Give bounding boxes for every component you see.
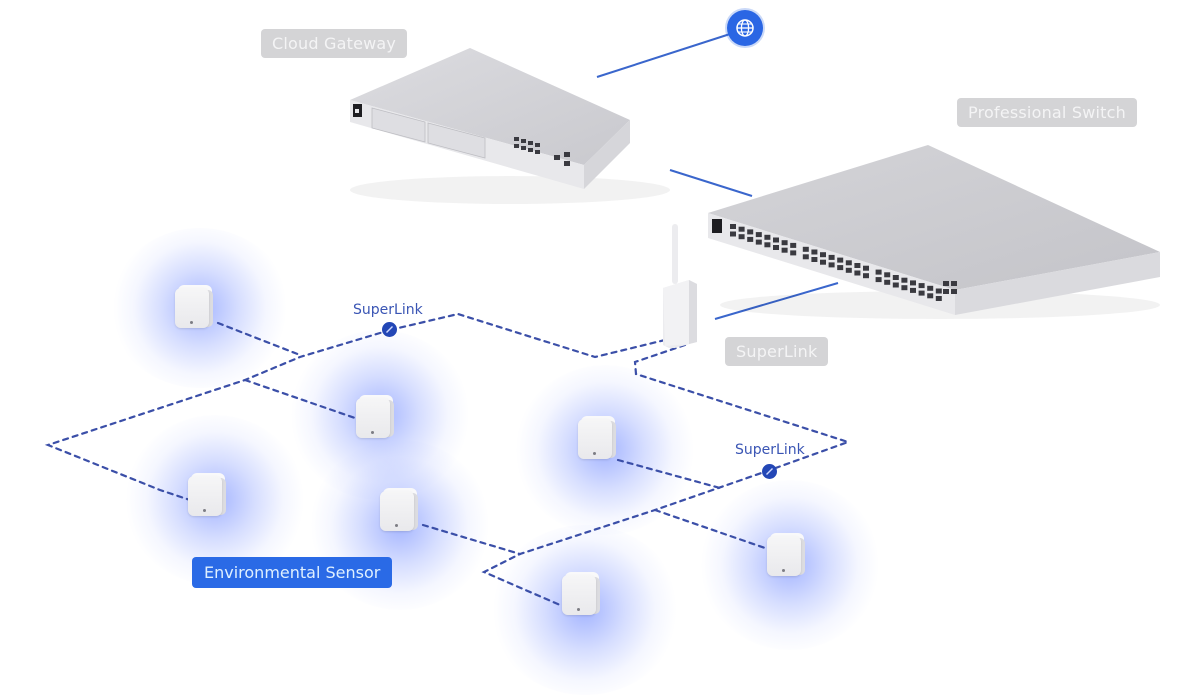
switch-port bbox=[790, 242, 797, 248]
wireless-link bbox=[481, 468, 772, 607]
switch-port bbox=[773, 237, 779, 243]
switch-port bbox=[790, 250, 797, 256]
link-icon bbox=[766, 468, 773, 475]
switch-port bbox=[863, 273, 869, 279]
environmental-sensor[interactable] bbox=[578, 416, 618, 460]
switch-port bbox=[764, 234, 771, 240]
switch-port bbox=[802, 246, 809, 252]
switch-port bbox=[755, 239, 762, 245]
wireless-link bbox=[653, 508, 767, 550]
switch-port bbox=[935, 288, 942, 294]
status-led bbox=[371, 431, 374, 434]
switch-port bbox=[738, 234, 745, 240]
switch-port bbox=[837, 265, 844, 271]
switch-port bbox=[854, 263, 861, 268]
professional-switch-label: Professional Switch bbox=[957, 98, 1137, 127]
switch-port bbox=[910, 280, 916, 286]
switch-port bbox=[901, 285, 908, 291]
switch-port bbox=[927, 293, 934, 299]
internet-node[interactable] bbox=[727, 10, 763, 46]
switch-port bbox=[837, 257, 844, 263]
link-icon bbox=[386, 326, 393, 333]
switch-port bbox=[781, 240, 788, 246]
superlink-base-station[interactable] bbox=[655, 218, 705, 348]
superlink-relay-2-node[interactable] bbox=[762, 464, 777, 479]
globe-icon bbox=[736, 19, 754, 37]
switch-port bbox=[892, 282, 899, 288]
cloud-gateway-device[interactable] bbox=[340, 40, 670, 210]
network-links bbox=[44, 33, 852, 607]
sfp-port bbox=[943, 289, 949, 294]
environmental-sensor[interactable] bbox=[188, 473, 228, 517]
network-diagram: Cloud Gateway Professional Switch SuperL… bbox=[44, 10, 1160, 695]
switch-port bbox=[730, 224, 736, 229]
switch-port bbox=[747, 229, 754, 235]
environmental-sensor-label: Environmental Sensor bbox=[192, 557, 393, 588]
switch-port bbox=[854, 270, 861, 276]
switch-port bbox=[764, 242, 771, 248]
switch-port bbox=[901, 277, 908, 283]
switch-port bbox=[892, 275, 899, 280]
status-led bbox=[190, 321, 193, 324]
sfp-port bbox=[943, 281, 949, 286]
switch-port bbox=[918, 283, 925, 289]
switch-port bbox=[845, 267, 852, 273]
superlink-relay-1-node[interactable] bbox=[382, 322, 397, 337]
sfp-port bbox=[951, 289, 957, 294]
wired-link-gateway-switch bbox=[669, 169, 753, 197]
status-led bbox=[593, 452, 596, 455]
environmental-sensor[interactable] bbox=[380, 488, 420, 532]
status-led bbox=[203, 509, 206, 512]
switch-port bbox=[910, 287, 916, 293]
switch-port bbox=[828, 262, 835, 268]
status-led bbox=[782, 569, 785, 572]
professional-switch-device[interactable] bbox=[700, 140, 1160, 320]
switch-port bbox=[863, 265, 869, 271]
switch-port bbox=[738, 226, 745, 232]
wireless-link bbox=[421, 523, 522, 556]
environmental-sensor[interactable] bbox=[356, 395, 396, 439]
switch-port bbox=[781, 247, 788, 253]
wireless-link bbox=[243, 378, 357, 420]
switch-port bbox=[811, 249, 818, 255]
superlink-base-label: SuperLink bbox=[725, 337, 829, 366]
sfp-port bbox=[951, 281, 957, 286]
wireless-link bbox=[216, 321, 302, 357]
switch-port bbox=[755, 232, 762, 238]
switch-port bbox=[918, 290, 925, 296]
switch-port bbox=[875, 277, 882, 283]
switch-port bbox=[884, 272, 891, 278]
switch-port bbox=[811, 257, 818, 262]
switch-port bbox=[773, 245, 779, 250]
environmental-sensor[interactable] bbox=[562, 572, 602, 616]
switch-port bbox=[884, 279, 891, 285]
wired-link-switch-superlink bbox=[714, 282, 839, 320]
switch-port bbox=[935, 296, 942, 301]
switch-port bbox=[802, 254, 809, 260]
superlink-relay-2-label: SuperLink bbox=[735, 442, 805, 458]
environmental-sensor[interactable] bbox=[175, 285, 215, 329]
wireless-link bbox=[616, 458, 722, 490]
wired-link-internet-gateway bbox=[596, 33, 731, 78]
wireless-link bbox=[633, 343, 852, 472]
switch-port bbox=[927, 285, 934, 291]
cloud-gateway-label: Cloud Gateway bbox=[261, 29, 408, 58]
switch-port bbox=[747, 236, 754, 242]
switch-port bbox=[820, 259, 826, 265]
switch-port bbox=[845, 260, 852, 266]
switch-port bbox=[875, 269, 882, 275]
wireless-link bbox=[388, 312, 667, 359]
switch-port bbox=[828, 254, 835, 260]
switch-port bbox=[820, 252, 826, 258]
status-led bbox=[395, 524, 398, 527]
status-led bbox=[577, 608, 580, 611]
environmental-sensor[interactable] bbox=[767, 533, 807, 577]
switch-port bbox=[730, 231, 736, 237]
superlink-relay-1-label: SuperLink bbox=[353, 302, 423, 318]
